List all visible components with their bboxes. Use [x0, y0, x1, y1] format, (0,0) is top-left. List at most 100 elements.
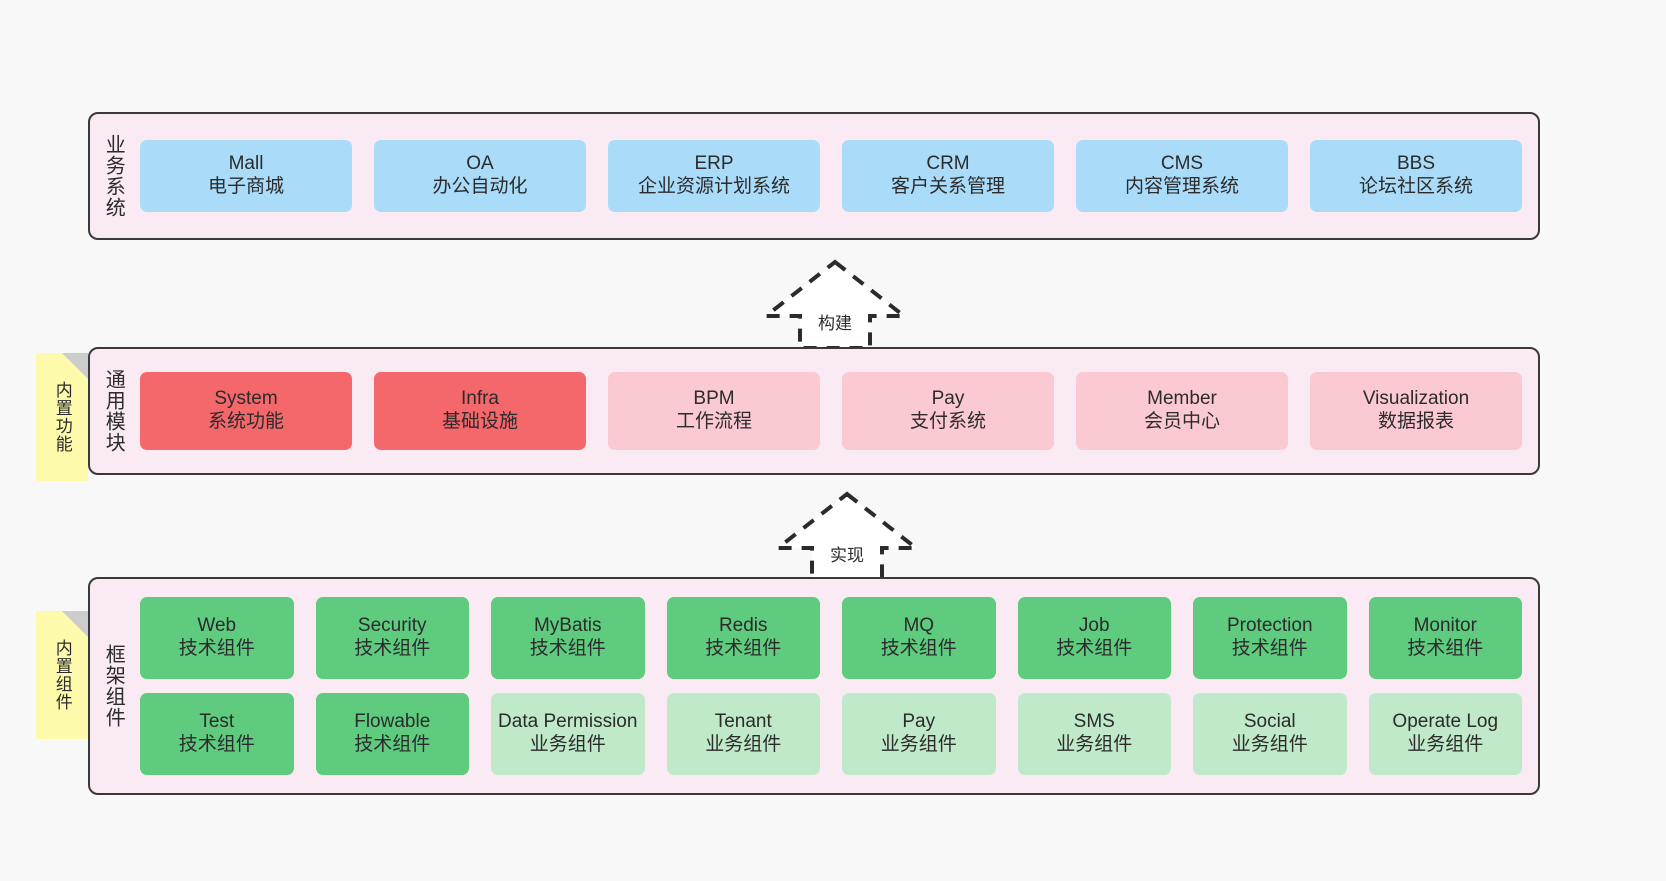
card-subtitle: 支付系统: [909, 411, 986, 432]
connector-build-label: 构建: [818, 314, 852, 333]
card-web[interactable]: Web 技术组件: [140, 597, 294, 679]
card-protection[interactable]: Protection 技术组件: [1193, 597, 1347, 679]
card-mall[interactable]: Mall 电子商城: [140, 140, 352, 212]
card-title: Mall: [228, 153, 264, 175]
card-subtitle: 技术组件: [1231, 638, 1308, 659]
card-cms[interactable]: CMS 内容管理系统: [1076, 140, 1288, 212]
card-title: SMS: [1073, 711, 1115, 733]
layer-title-business-system: 业务系统: [102, 134, 125, 218]
card-title: Web: [197, 615, 237, 637]
card-subtitle: 办公自动化: [432, 176, 528, 197]
card-title: CMS: [1160, 153, 1204, 175]
connector-implement-label: 实现: [830, 546, 864, 565]
card-flowable[interactable]: Flowable 技术组件: [315, 693, 469, 775]
card-subtitle: 技术组件: [1056, 638, 1133, 659]
card-subtitle: 会员中心: [1143, 411, 1220, 432]
layer-body-common-modules: System 系统功能 Infra 基础设施 BPM 工作流程 Pay 支付系统…: [136, 349, 1538, 473]
card-subtitle: 技术组件: [178, 638, 255, 659]
card-monitor[interactable]: Monitor 技术组件: [1368, 597, 1522, 679]
card-subtitle: 技术组件: [354, 734, 431, 755]
card-subtitle: 基础设施: [441, 411, 518, 432]
note-label: 内置功能: [52, 381, 72, 453]
card-title: BPM: [693, 388, 735, 410]
card-title: Monitor: [1413, 615, 1477, 637]
card-subtitle: 业务组件: [529, 734, 606, 755]
card-pay-business[interactable]: Pay 业务组件: [842, 693, 996, 775]
card-erp[interactable]: ERP 企业资源计划系统: [608, 140, 820, 212]
card-data-permission[interactable]: Data Permission 业务组件: [491, 693, 645, 775]
card-row: Mall 电子商城 OA 办公自动化 ERP 企业资源计划系统 CRM 客户关系…: [140, 140, 1522, 212]
card-row: Web 技术组件 Security 技术组件 MyBatis 技术组件 Redi…: [140, 597, 1522, 679]
layer-common-modules: 通用模块 System 系统功能 Infra 基础设施 BPM 工作流程 Pay…: [88, 347, 1540, 475]
card-title: Redis: [718, 615, 768, 637]
connector-implement-arrow: 实现: [772, 490, 922, 582]
card-title: Operate Log: [1392, 711, 1499, 733]
card-subtitle: 技术组件: [705, 638, 782, 659]
card-system[interactable]: System 系统功能: [140, 372, 352, 450]
card-operate-log[interactable]: Operate Log 业务组件: [1368, 693, 1522, 775]
layer-title-common-modules: 通用模块: [102, 369, 125, 453]
card-subtitle: 业务组件: [880, 734, 957, 755]
card-subtitle: 内容管理系统: [1124, 176, 1239, 197]
card-title: Protection: [1226, 615, 1313, 637]
card-infra[interactable]: Infra 基础设施: [374, 372, 586, 450]
card-title: Tenant: [714, 711, 772, 733]
card-title: Security: [357, 615, 427, 637]
card-sms[interactable]: SMS 业务组件: [1017, 693, 1171, 775]
layer-body-framework-components: Web 技术组件 Security 技术组件 MyBatis 技术组件 Redi…: [136, 579, 1538, 793]
layer-title-framework-components: 框架组件: [102, 644, 125, 728]
note-builtin-functions: 内置功能: [36, 353, 88, 481]
card-row: System 系统功能 Infra 基础设施 BPM 工作流程 Pay 支付系统…: [140, 372, 1522, 450]
card-subtitle: 业务组件: [1231, 734, 1308, 755]
card-title: Data Permission: [498, 711, 638, 733]
card-subtitle: 数据报表: [1377, 411, 1454, 432]
card-tenant[interactable]: Tenant 业务组件: [666, 693, 820, 775]
card-subtitle: 业务组件: [705, 734, 782, 755]
card-crm[interactable]: CRM 客户关系管理: [842, 140, 1054, 212]
card-subtitle: 技术组件: [178, 734, 255, 755]
card-title: Flowable: [354, 711, 431, 733]
layer-framework-components: 框架组件 Web 技术组件 Security 技术组件 MyBatis 技术组件…: [88, 577, 1540, 795]
card-subtitle: 电子商城: [207, 176, 284, 197]
card-title: Pay: [902, 711, 936, 733]
card-oa[interactable]: OA 办公自动化: [374, 140, 586, 212]
card-subtitle: 技术组件: [1407, 638, 1484, 659]
card-social[interactable]: Social 业务组件: [1193, 693, 1347, 775]
card-title: MQ: [903, 615, 935, 637]
card-title: Visualization: [1362, 388, 1470, 410]
card-redis[interactable]: Redis 技术组件: [666, 597, 820, 679]
card-title: Pay: [931, 388, 965, 410]
card-test[interactable]: Test 技术组件: [140, 693, 294, 775]
card-visualization[interactable]: Visualization 数据报表: [1310, 372, 1522, 450]
note-label: 内置组件: [52, 639, 72, 711]
card-bpm[interactable]: BPM 工作流程: [608, 372, 820, 450]
card-subtitle: 客户关系管理: [890, 176, 1005, 197]
card-title: Job: [1078, 615, 1110, 637]
card-subtitle: 业务组件: [1056, 734, 1133, 755]
card-subtitle: 技术组件: [529, 638, 606, 659]
card-mq[interactable]: MQ 技术组件: [842, 597, 996, 679]
note-builtin-components: 内置组件: [36, 611, 88, 739]
card-job[interactable]: Job 技术组件: [1017, 597, 1171, 679]
connector-build-arrow: 构建: [760, 258, 910, 350]
card-pay[interactable]: Pay 支付系统: [842, 372, 1054, 450]
layer-business-system: 业务系统 Mall 电子商城 OA 办公自动化 ERP 企业资源计划系统 CRM…: [88, 112, 1540, 240]
card-subtitle: 技术组件: [354, 638, 431, 659]
card-title: Infra: [460, 388, 500, 410]
card-security[interactable]: Security 技术组件: [315, 597, 469, 679]
card-member[interactable]: Member 会员中心: [1076, 372, 1288, 450]
card-subtitle: 系统功能: [207, 411, 284, 432]
card-title: CRM: [926, 153, 970, 175]
card-row: Test 技术组件 Flowable 技术组件 Data Permission …: [140, 693, 1522, 775]
card-bbs[interactable]: BBS 论坛社区系统: [1310, 140, 1522, 212]
card-subtitle: 工作流程: [675, 411, 752, 432]
card-subtitle: 企业资源计划系统: [637, 176, 790, 197]
layer-body-business-system: Mall 电子商城 OA 办公自动化 ERP 企业资源计划系统 CRM 客户关系…: [136, 114, 1538, 238]
card-subtitle: 技术组件: [880, 638, 957, 659]
card-mybatis[interactable]: MyBatis 技术组件: [491, 597, 645, 679]
card-title: Member: [1147, 388, 1217, 410]
card-title: Test: [199, 711, 235, 733]
card-title: Social: [1243, 711, 1296, 733]
card-title: System: [214, 388, 278, 410]
